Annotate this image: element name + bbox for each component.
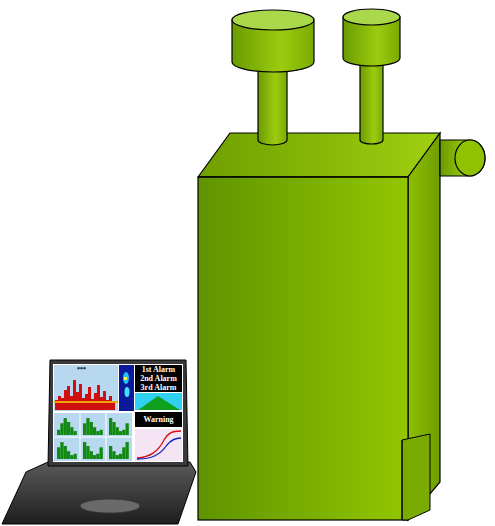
warning-panel: Warning — [135, 412, 182, 427]
status-text: 1st Alarm — [142, 365, 176, 374]
status-text: Warning — [143, 415, 173, 424]
status-text: 3rd Alarm — [141, 383, 177, 392]
chart-marker: *** — [77, 366, 86, 372]
alarm-panel: 1st Alarm2nd Alarm3rd Alarm — [135, 365, 182, 392]
status-text: 2nd Alarm — [140, 374, 177, 383]
